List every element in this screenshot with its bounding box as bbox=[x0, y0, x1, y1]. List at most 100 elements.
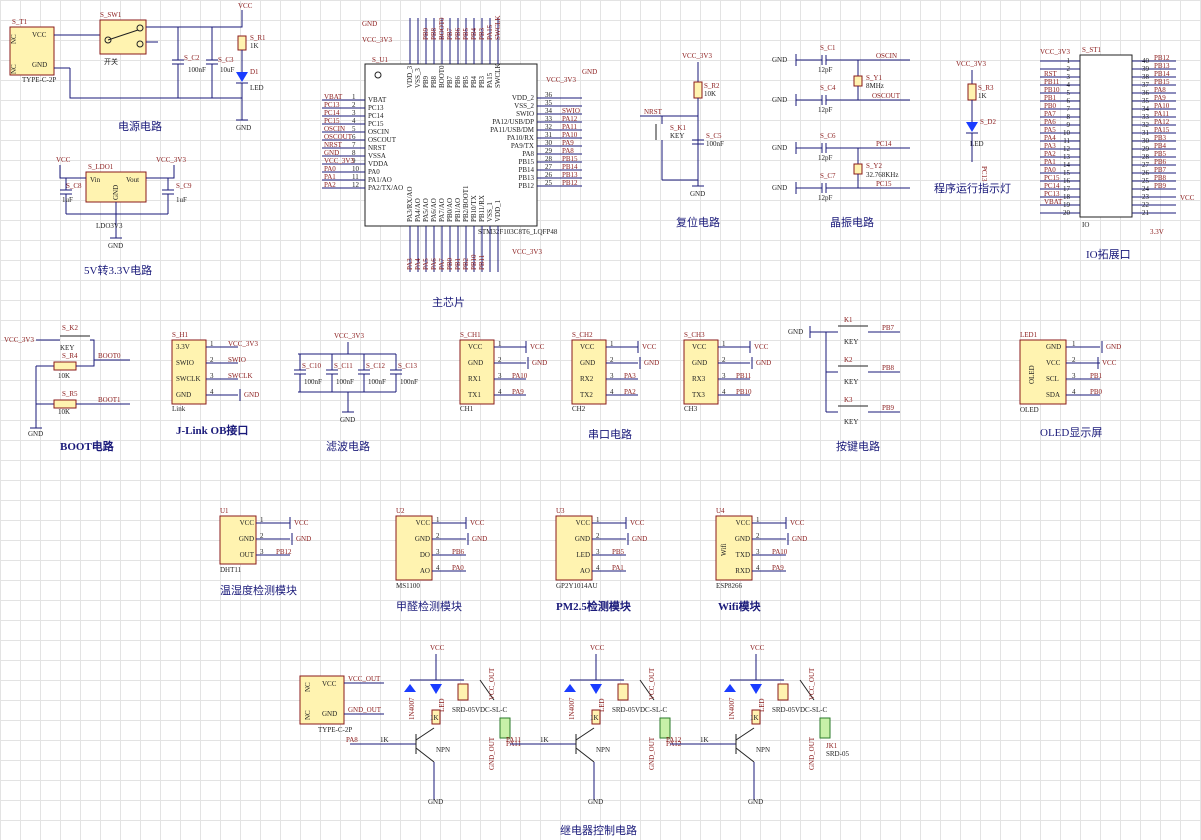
mcu-bottom-net: PA3 bbox=[406, 258, 414, 270]
io-left-num: 16 bbox=[1063, 177, 1071, 185]
mcu-left-pin-num: 8 bbox=[352, 149, 356, 157]
xtal2-gnd2: GND bbox=[772, 184, 787, 192]
relay-gnd: GND bbox=[588, 798, 603, 806]
io-left-num: 20 bbox=[1063, 209, 1071, 217]
oled-ref: LED1 bbox=[1020, 331, 1038, 339]
sensor-ref: U3 bbox=[556, 507, 565, 515]
io-bottom-extra: 3.3V bbox=[1150, 228, 1164, 236]
mcu-left-pin-name: PC13 bbox=[368, 104, 384, 112]
mcu-vcc-right: VCC_3V3 bbox=[546, 76, 576, 84]
mcu-right-net: PA9 bbox=[562, 139, 574, 147]
sensor-pin-name: LED bbox=[576, 551, 590, 559]
sensor-module bbox=[555, 515, 593, 581]
mcu-left-pin-name: NRST bbox=[368, 144, 387, 152]
mcu-right-pin-name: PA9/TX bbox=[511, 142, 534, 150]
c4-ref: S_C4 bbox=[820, 84, 836, 92]
mcu-right-pin-name: PB15 bbox=[518, 158, 534, 166]
mcu-left-pin-name: PA1/AO bbox=[368, 176, 392, 184]
mcu-top-pin-name: PB9 bbox=[422, 75, 430, 88]
uart-pin-name: TX2 bbox=[580, 391, 593, 399]
mcu-right-pin-num: 26 bbox=[545, 171, 553, 179]
mcu-left-net: OSCOUT bbox=[324, 133, 353, 141]
mcu-right-pin-num: 30 bbox=[545, 139, 553, 147]
relay-vcc-out: VCC_OUT bbox=[488, 667, 496, 700]
io-left-net: RST bbox=[1044, 70, 1058, 78]
mcu-left-net: PA1 bbox=[324, 173, 336, 181]
xtal2-gnd1: GND bbox=[772, 144, 787, 152]
io-left-num: 18 bbox=[1063, 193, 1071, 201]
mcu-right-net: PA11 bbox=[562, 123, 578, 131]
mcu-top-net: PB9 bbox=[422, 27, 430, 40]
sensor-net: PA1 bbox=[612, 564, 624, 572]
uart-pin-num: 2 bbox=[498, 356, 502, 364]
mcu-left-pin-name: OSCIN bbox=[368, 128, 389, 136]
uart-pin-name: GND bbox=[692, 359, 707, 367]
uart-pin-num: 1 bbox=[722, 340, 726, 348]
io-left-net: PB1 bbox=[1044, 94, 1057, 102]
c5-value: 100nF bbox=[706, 140, 724, 148]
io-right-net: PA11 bbox=[1154, 110, 1170, 118]
io-right-num: 21 bbox=[1142, 209, 1150, 217]
sensor-net: VCC bbox=[470, 519, 485, 527]
d1-ref: D1 bbox=[250, 68, 259, 76]
mcu-left-pin-num: 11 bbox=[352, 173, 359, 181]
section-ldo: 5V转3.3V电路 bbox=[84, 263, 152, 277]
filter-circuit: VCC_3V3 GND S_C10100nFS_C11100nFS_C12100… bbox=[294, 332, 418, 453]
sensor-pin-num: 2 bbox=[436, 532, 440, 540]
oled-net: GND bbox=[1106, 343, 1121, 351]
io-vcc: VCC_3V3 bbox=[1040, 48, 1070, 56]
power-switch-label: 开关 bbox=[104, 57, 118, 66]
reset-vcc: VCC_3V3 bbox=[682, 52, 712, 60]
io-right-net: PB13 bbox=[1154, 62, 1170, 70]
relay-led-r: 1K bbox=[590, 714, 599, 722]
filter-cap-value: 100nF bbox=[368, 378, 386, 386]
relay-terminal-icon bbox=[819, 717, 831, 739]
io-left-num: 9 bbox=[1067, 121, 1071, 129]
io-left-num: 19 bbox=[1063, 201, 1071, 209]
mcu-top-net: SWCLK bbox=[494, 16, 502, 41]
mcu-right-net: PA12 bbox=[562, 115, 578, 123]
io-left-net: PB0 bbox=[1044, 102, 1057, 110]
jlink-pin-num: 2 bbox=[210, 356, 214, 364]
ldo-ref: S_LDO1 bbox=[88, 163, 114, 171]
relay-diode-label: 1N4007 bbox=[408, 697, 416, 720]
c3-ref: S_C3 bbox=[218, 56, 234, 64]
filter-cap-ref: S_C12 bbox=[366, 362, 386, 370]
sensor-pin-name: DO bbox=[420, 551, 430, 559]
relay-vcc-out: VCC_OUT bbox=[648, 667, 656, 700]
mcu-right-pin-num: 34 bbox=[545, 107, 553, 115]
mcu-right-pin-name: SWIO bbox=[516, 110, 534, 118]
mcu-right-net: PB13 bbox=[562, 171, 578, 179]
mcu-left-pin-num: 1 bbox=[352, 93, 356, 101]
key-value: KEY bbox=[844, 338, 858, 346]
uart-net: VCC bbox=[754, 343, 769, 351]
relay-conn-vcc: VCC bbox=[322, 680, 337, 688]
relay-diode-icon bbox=[564, 684, 576, 692]
io-right-num: 22 bbox=[1142, 201, 1150, 209]
c7-ref: S_C7 bbox=[820, 172, 836, 180]
io-right-net: PB15 bbox=[1154, 78, 1170, 86]
io-right-net: PB3 bbox=[1154, 134, 1167, 142]
xtal1-gnd1: GND bbox=[772, 56, 787, 64]
mcu-pins: VBAT1VBATPC132PC13PC143PC14PC154PC15OSCI… bbox=[322, 16, 582, 272]
mcu-right-pin-num: 33 bbox=[545, 115, 553, 123]
sensor-ref: U1 bbox=[220, 507, 229, 515]
section-keys: 按键电路 bbox=[836, 439, 880, 453]
mcu-part: STM32F103C8T6_LQFP48 bbox=[478, 228, 558, 236]
uart-footer: CH3 bbox=[684, 405, 698, 413]
io-left-num: 12 bbox=[1063, 145, 1071, 153]
key-ref: K1 bbox=[844, 316, 853, 324]
relay-conn-nc1: NC bbox=[304, 682, 312, 692]
section-wifi: Wifi模块 bbox=[718, 599, 762, 613]
mcu-top-pin-name: PB8 bbox=[430, 75, 438, 88]
relay-conn-gnd: GND bbox=[322, 710, 337, 718]
uart-net: PA2 bbox=[624, 388, 636, 396]
crystal-circuit: S_C1 12pF S_C4 12pF GND GND S_Y1 8MHz OS… bbox=[772, 44, 910, 229]
mcu-left-pin-name: OSCOUT bbox=[368, 136, 397, 144]
io-left-num: 4 bbox=[1067, 81, 1071, 89]
